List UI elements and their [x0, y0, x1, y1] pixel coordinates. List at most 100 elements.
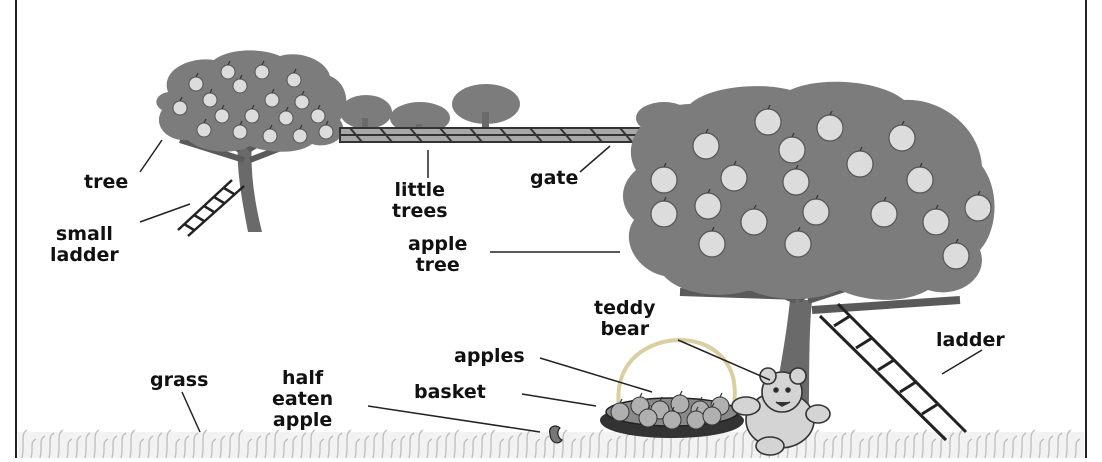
basket-apple-icon-stem: [619, 398, 623, 404]
page-border: [15, 0, 1087, 458]
grass-blade: [156, 432, 163, 459]
apple-icon: [202, 92, 218, 108]
apple-icon: [244, 108, 260, 124]
grass-blade: [894, 438, 901, 459]
grass-blade: [57, 429, 64, 459]
label-apples: apples: [454, 345, 525, 367]
grass-blade: [219, 435, 226, 459]
grass-blade: [264, 432, 271, 459]
apple-icon: [214, 108, 230, 124]
apple-icon-stem: [299, 124, 303, 130]
grass-blade: [1074, 438, 1081, 459]
grass-blade: [543, 435, 550, 459]
grass-blade: [867, 435, 874, 459]
basket-apple-icon: [638, 408, 658, 428]
apple-tree: [622, 81, 995, 436]
apple-icon: [802, 198, 830, 226]
apple-icon: [778, 136, 806, 164]
grass-blade: [1002, 438, 1009, 459]
grass-blade: [471, 435, 478, 459]
label-small-ladder-line2: ladder: [50, 244, 119, 266]
label-teddy-bear: teddy bear: [594, 298, 656, 340]
label-gate: gate: [530, 167, 579, 189]
grass-blade: [408, 432, 415, 459]
grass-blade: [444, 432, 451, 459]
grass-blade: [30, 438, 37, 459]
grass-blade: [192, 432, 199, 459]
grass-blade: [966, 438, 973, 459]
grass-blade: [453, 429, 460, 459]
apple-icon-stem: [795, 164, 799, 170]
apple-icon-stem: [239, 74, 243, 80]
grass-blade: [741, 429, 748, 459]
grass-blade: [300, 432, 307, 459]
apple-icon: [964, 194, 992, 222]
apple-icon: [888, 124, 916, 152]
grass-blade: [426, 438, 433, 459]
teddy-bear: [731, 367, 831, 456]
apple-icon: [650, 166, 678, 194]
grass-blade: [93, 429, 100, 459]
grass-blade: [381, 429, 388, 459]
apple-icon-stem: [829, 110, 833, 116]
label-small-ladder-line1: small: [55, 223, 113, 245]
grass-blade: [498, 438, 505, 459]
apple-icon: [754, 108, 782, 136]
apple-icon-stem: [797, 226, 801, 232]
apple-icon: [196, 122, 212, 138]
grass-blade: [1011, 435, 1018, 459]
label-grass: grass: [150, 369, 209, 391]
grass-blade: [390, 438, 397, 459]
apple-icon-stem: [663, 196, 667, 202]
apple-icon-stem: [883, 196, 887, 202]
basket-apple-icon-stem: [647, 404, 651, 410]
apple-icon-stem: [209, 88, 213, 94]
apple-icon-stem: [711, 226, 715, 232]
grass-blade: [1020, 432, 1027, 459]
grass-blade: [462, 438, 469, 459]
gate: [339, 127, 671, 143]
apple-icon-stem: [179, 96, 183, 102]
grass-blade: [606, 438, 613, 459]
apple-icon: [694, 192, 722, 220]
apple-icon: [220, 64, 236, 80]
apple-icon: [870, 200, 898, 228]
grass-blade: [183, 435, 190, 459]
apple-icon: [692, 132, 720, 160]
basket-apple-icon-stem: [711, 402, 715, 408]
apple-icon-stem: [285, 106, 289, 112]
label-teddy-bear-line2: bear: [600, 318, 650, 340]
grass-blade: [822, 438, 829, 459]
small-ladder: [177, 179, 245, 237]
grass-blade: [147, 435, 154, 459]
basket-apple-icon-stem: [671, 406, 675, 412]
grass-blade: [165, 429, 172, 459]
grass-blade: [561, 429, 568, 459]
apple-icon: [318, 124, 334, 140]
grass-blade: [516, 432, 523, 459]
grass-blade: [111, 435, 118, 459]
label-apple-tree-line2: tree: [415, 254, 460, 276]
grass-blade: [732, 432, 739, 459]
apple-icon-stem: [271, 88, 275, 94]
grass-blade: [66, 438, 73, 459]
small-tree: [156, 50, 347, 232]
grass-blade: [993, 429, 1000, 459]
basket-apple-icon-stem: [695, 406, 699, 412]
grass-blade: [318, 438, 325, 459]
apple-icon-stem: [239, 120, 243, 126]
apple-icon: [172, 100, 188, 116]
apple-icon: [784, 230, 812, 258]
half-eaten-apple: [549, 425, 563, 444]
apple-icon-stem: [707, 188, 711, 194]
grass-blade: [273, 429, 280, 459]
apple-icon-stem: [919, 162, 923, 168]
apple-icon-stem: [269, 124, 273, 130]
grass-blade: [39, 435, 46, 459]
apple-icon: [816, 114, 844, 142]
basket-apple-icon-stem: [719, 392, 723, 398]
apple-icon-stem: [733, 160, 737, 166]
apple-icon-stem: [221, 104, 225, 110]
grass-blade: [363, 435, 370, 459]
